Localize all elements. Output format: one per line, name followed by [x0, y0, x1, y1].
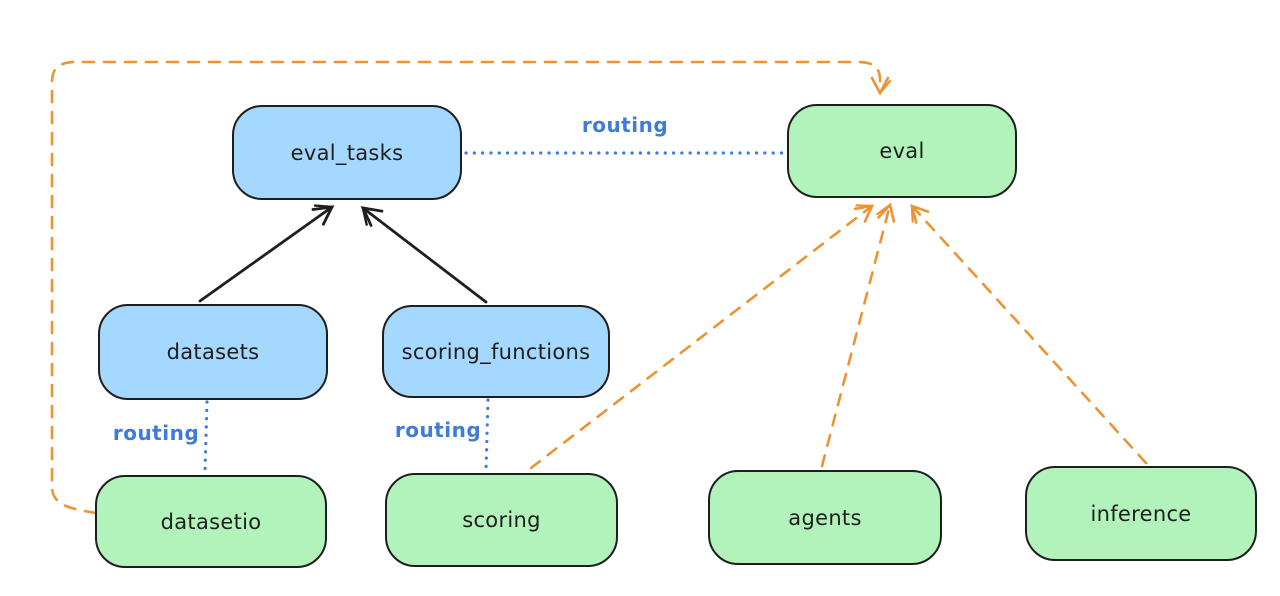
node-agents-label: agents [788, 505, 862, 530]
node-eval-label: eval [879, 139, 925, 163]
node-datasets: datasets [98, 304, 328, 400]
edge-inference-to-eval-arrow [910, 203, 1148, 465]
node-inference: inference [1025, 466, 1257, 561]
node-datasetio-label: datasetio [160, 509, 262, 534]
edge-agents-to-eval-arrow [820, 202, 896, 468]
node-datasets-label: datasets [166, 340, 260, 364]
edge-scoring-to-eval-arrow [529, 204, 875, 470]
node-inference-label: inference [1090, 501, 1192, 526]
node-eval-tasks: eval_tasks [232, 105, 462, 200]
node-eval-tasks-label: eval_tasks [290, 140, 404, 165]
edge-scoring_functions-to-eval_tasks-arrow [360, 206, 488, 304]
node-datasetio: datasetio [95, 475, 327, 568]
routing-label-eval-tasks-eval: routing [581, 113, 669, 137]
routing-label-datasets-datasetio: routing [112, 421, 200, 445]
node-agents: agents [708, 470, 942, 565]
edge-datasets-to-eval_tasks-arrow [198, 204, 335, 303]
node-scoring-functions: scoring_functions [382, 305, 610, 398]
edge-datasets-to-datasetio-routing [203, 400, 209, 474]
routing-label-scoring-functions-scoring: routing [394, 418, 482, 442]
edge-scoring_functions-to-scoring-routing [484, 398, 490, 472]
node-eval: eval [787, 104, 1017, 198]
node-scoring: scoring [385, 473, 618, 567]
node-scoring-functions-label: scoring_functions [401, 339, 591, 364]
node-scoring-label: scoring [462, 508, 541, 532]
